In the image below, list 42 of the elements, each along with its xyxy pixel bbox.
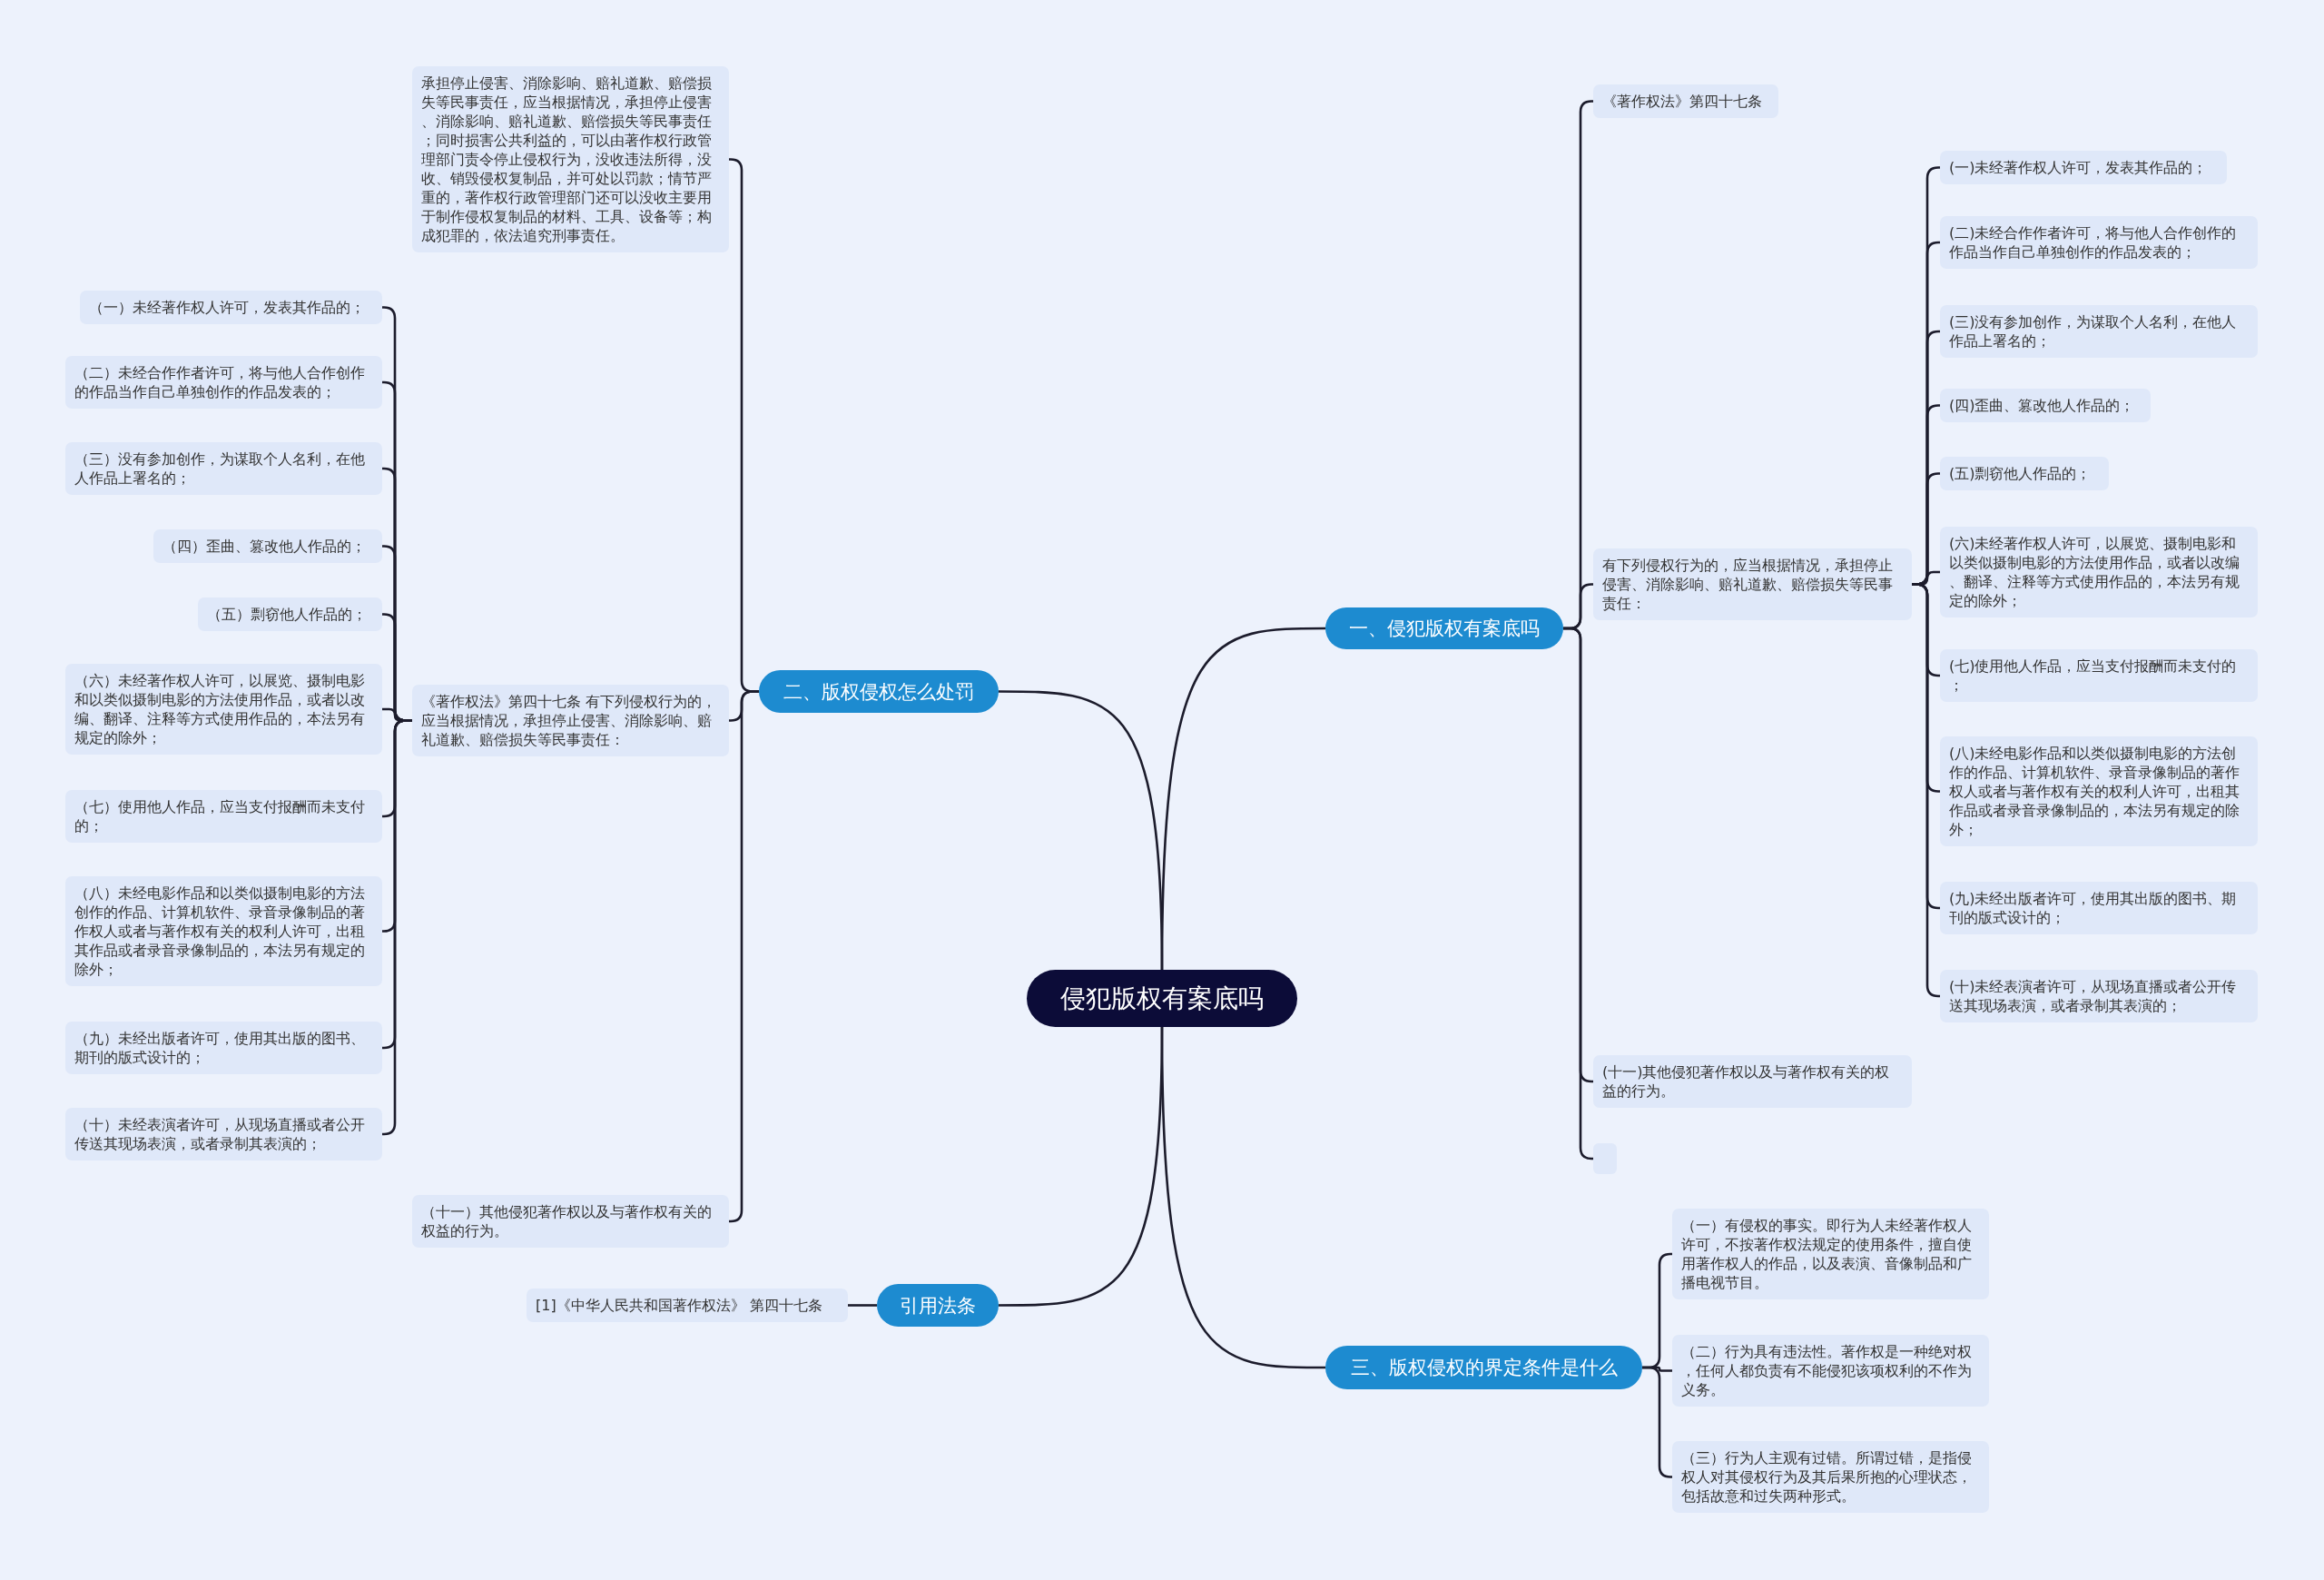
text-box: (一)未经著作权人许可，发表其作品的； [1940,151,2227,184]
text-box: (三)没有参加创作，为谋取个人名利，在他人作品上署名的； [1940,305,2258,358]
text-box: （九）未经出版者许可，使用其出版的图书、期刊的版式设计的； [65,1022,382,1074]
text-box: (四)歪曲、篡改他人作品的； [1940,389,2151,422]
text-box: （三）行为人主观有过错。所谓过错，是指侵权人对其侵权行为及其后果所抱的心理状态，包括故意和过失两种形式。 [1672,1441,1989,1513]
text-box: (五)剽窃他人作品的； [1940,457,2109,490]
connector-line [381,719,412,1136]
text-box: （十）未经表演者许可，从现场直播或者公开传送其现场表演，或者录制其表演的； [65,1108,382,1160]
connector-line [1160,1027,1325,1369]
text-box: 《著作权法》第四十七条 有下列侵权行为的，应当根据情况，承担停止侵害、消除影响、赔礼道歉、赔偿损失等民事责任： [412,685,729,756]
text-box: （二）行为具有违法性。著作权是一种绝对权，任何人都负责有不能侵犯该项权利的不作为义务。 [1672,1335,1989,1407]
text-box: (十)未经表演者许可，从现场直播或者公开传送其现场表演，或者录制其表演的； [1940,970,2258,1022]
text-box: (八)未经电影作品和以类似摄制电影的方法创作的作品、计算机软件、录音录像制品的著作权人或者与著作权有关的权利人许可，出租其作品或者录音录像制品的，本法另有规定的除外； [1940,736,2258,846]
connector-line [728,690,759,1223]
connector-line [848,1304,877,1307]
text-box: （二）未经合作作者许可，将与他人合作创作的作品当作自己单独创作的作品发表的； [65,356,382,409]
text-box: （八）未经电影作品和以类似摄制电影的方法创作的作品、计算机软件、录音录像制品的著作权人或者与著作权有关的权利人许可，出租其作品或者录音录像制品的，本法另有规定的除外； [65,876,382,986]
text-box: (十一)其他侵犯著作权以及与著作权有关的权益的行为。 [1593,1055,1912,1108]
text-box: (七)使用他人作品，应当支付报酬而未支付的； [1940,649,2258,702]
empty-box [1593,1143,1617,1174]
central-topic: 侵犯版权有案底吗 [1027,970,1297,1027]
text-box: （四）歪曲、篡改他人作品的； [153,529,382,563]
text-box: （七）使用他人作品，应当支付报酬而未支付的； [65,790,382,843]
text-box: (六)未经著作权人许可，以展览、摄制电影和以类似摄制电影的方法使用作品，或者以改编、翻译、注释等方式使用作品的，本法另有规定的除外； [1940,527,2258,617]
text-box: （一）未经著作权人许可，发表其作品的； [80,291,382,324]
text-box: （十一）其他侵犯著作权以及与著作权有关的权益的行为。 [412,1195,729,1248]
connector-line [999,690,1164,971]
text-box: （五）剽窃他人作品的； [198,597,382,631]
topic-pill: 二、版权侵权怎么处罚 [759,670,999,713]
text-box: (二)未经合作作者许可，将与他人合作创作的作品当作自己单独创作的作品发表的； [1940,216,2258,269]
text-box: 有下列侵权行为的，应当根据情况，承担停止侵害、消除影响、赔礼道歉、赔偿损失等民事责任： [1593,548,1912,620]
text-box: (九)未经出版者许可，使用其出版的图书、期刊的版式设计的； [1940,882,2258,934]
connector-line [1912,583,1941,998]
text-box: （六）未经著作权人许可，以展览、摄制电影和以类似摄制电影的方法使用作品，或者以改编、翻译、注释等方式使用作品的，本法另有规定的除外； [65,664,382,755]
topic-pill: 一、侵犯版权有案底吗 [1325,607,1563,649]
text-box: [1]《中华人民共和国著作权法》 第四十七条 [527,1289,848,1322]
text-box: 《著作权法》第四十七条 [1593,84,1778,118]
text-box: 承担停止侵害、消除影响、赔礼道歉、赔偿损失等民事责任，应当根据情况，承担停止侵害、消除影响、赔礼道歉、赔偿损失等民事责任；同时损害公共利益的，可以由著作权行政管理部门责令停止侵权行为，没收违法所得，没收、销毁侵权复制品，并可处以罚款；情节严重的，著作权行政管理部门还可以没收主要用于制作侵权复制品的材料、工具、设备等；构成犯罪的，依法追究刑事责任。 [412,66,729,252]
text-box: （三）没有参加创作，为谋取个人名利，在他人作品上署名的； [65,442,382,495]
topic-pill: 三、版权侵权的界定条件是什么 [1325,1346,1642,1389]
topic-pill: 引用法条 [877,1284,999,1327]
text-box: （一）有侵权的事实。即行为人未经著作权人许可，不按著作权法规定的使用条件，擅自使用著作权人的作品，以及表演、音像制品和广播电视节目。 [1672,1209,1989,1299]
